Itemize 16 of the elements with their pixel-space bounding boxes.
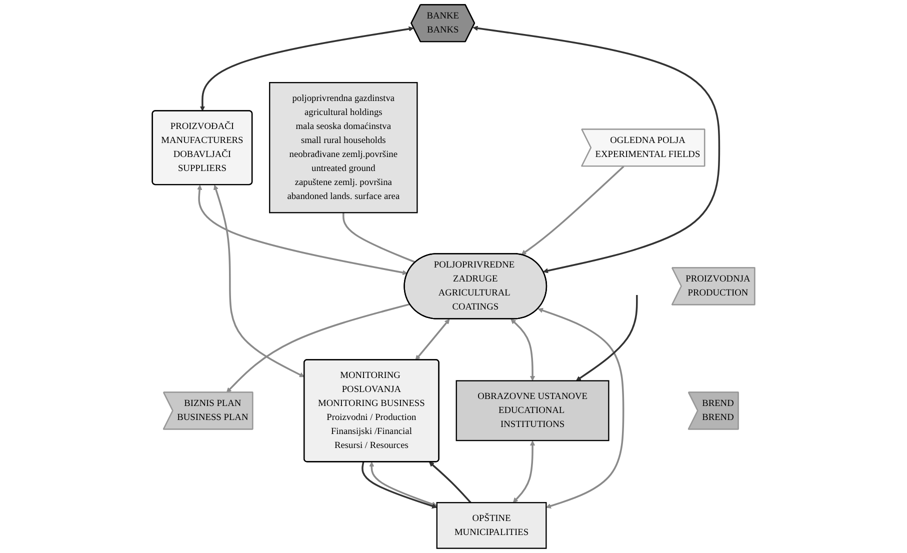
arrow	[521, 166, 624, 255]
arrow	[576, 294, 638, 381]
arrow	[214, 184, 305, 378]
arrow	[512, 440, 536, 503]
node-box: OBRAZOVNE USTANOVE EDUCATIONAL INSTITUTIONS	[456, 380, 610, 442]
node-box: OPŠTINE MUNICIPALITIES	[436, 502, 547, 549]
connector	[342, 212, 416, 264]
arrow	[428, 462, 472, 504]
arrow	[197, 184, 408, 276]
node-box: poljoprivrendna gazdinstva agricultural holdings mala seoska domaćinstva small rural households neobrađivane zemlj.površine untreated ground zapuštene zemlj. površina abandoned lands. surface area	[269, 82, 418, 214]
arrow	[415, 318, 450, 360]
arrow	[538, 308, 624, 508]
arrow	[472, 26, 720, 274]
arrow	[226, 303, 410, 393]
arrow	[200, 26, 414, 112]
arrow	[510, 318, 536, 381]
